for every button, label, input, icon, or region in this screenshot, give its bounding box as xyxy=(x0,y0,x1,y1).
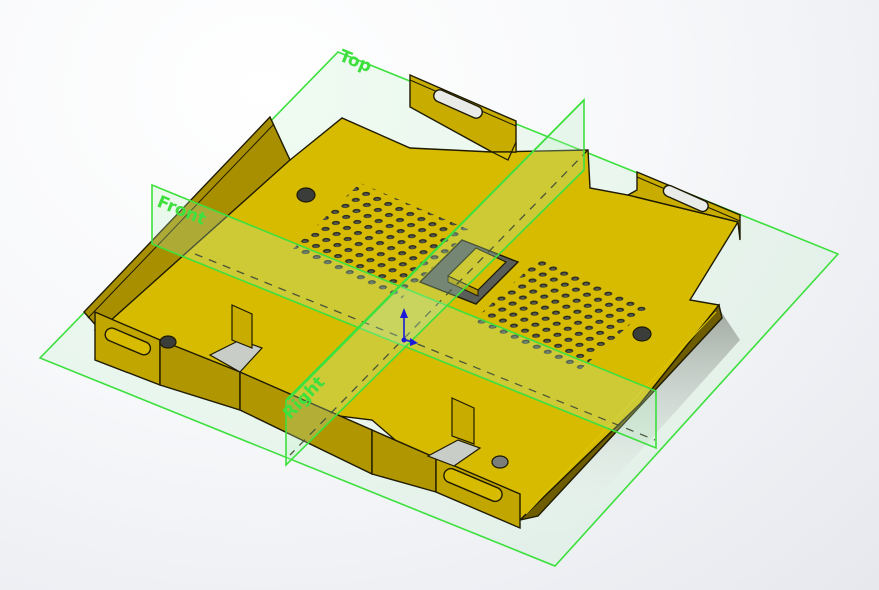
perforation-array-left xyxy=(292,183,470,300)
mount-hole-2 xyxy=(632,326,652,342)
mount-hole-4 xyxy=(491,455,509,469)
notch-cutout-1 xyxy=(208,304,264,373)
mount-hole-3 xyxy=(159,335,177,349)
mount-hole-1 xyxy=(296,187,316,203)
back-tab-2 xyxy=(626,170,741,241)
right-plane[interactable]: Right xyxy=(279,98,585,467)
part-shadow xyxy=(520,310,740,540)
centerline-1 xyxy=(194,253,656,441)
front-slot-2 xyxy=(443,467,503,503)
sheet-metal-tray[interactable] xyxy=(83,73,741,530)
front-slot-1 xyxy=(104,327,152,356)
notch-cutout-2 xyxy=(426,397,482,467)
perforation-array-right xyxy=(472,258,650,372)
right-flange xyxy=(517,303,723,522)
origin-triad-icon xyxy=(400,308,418,346)
